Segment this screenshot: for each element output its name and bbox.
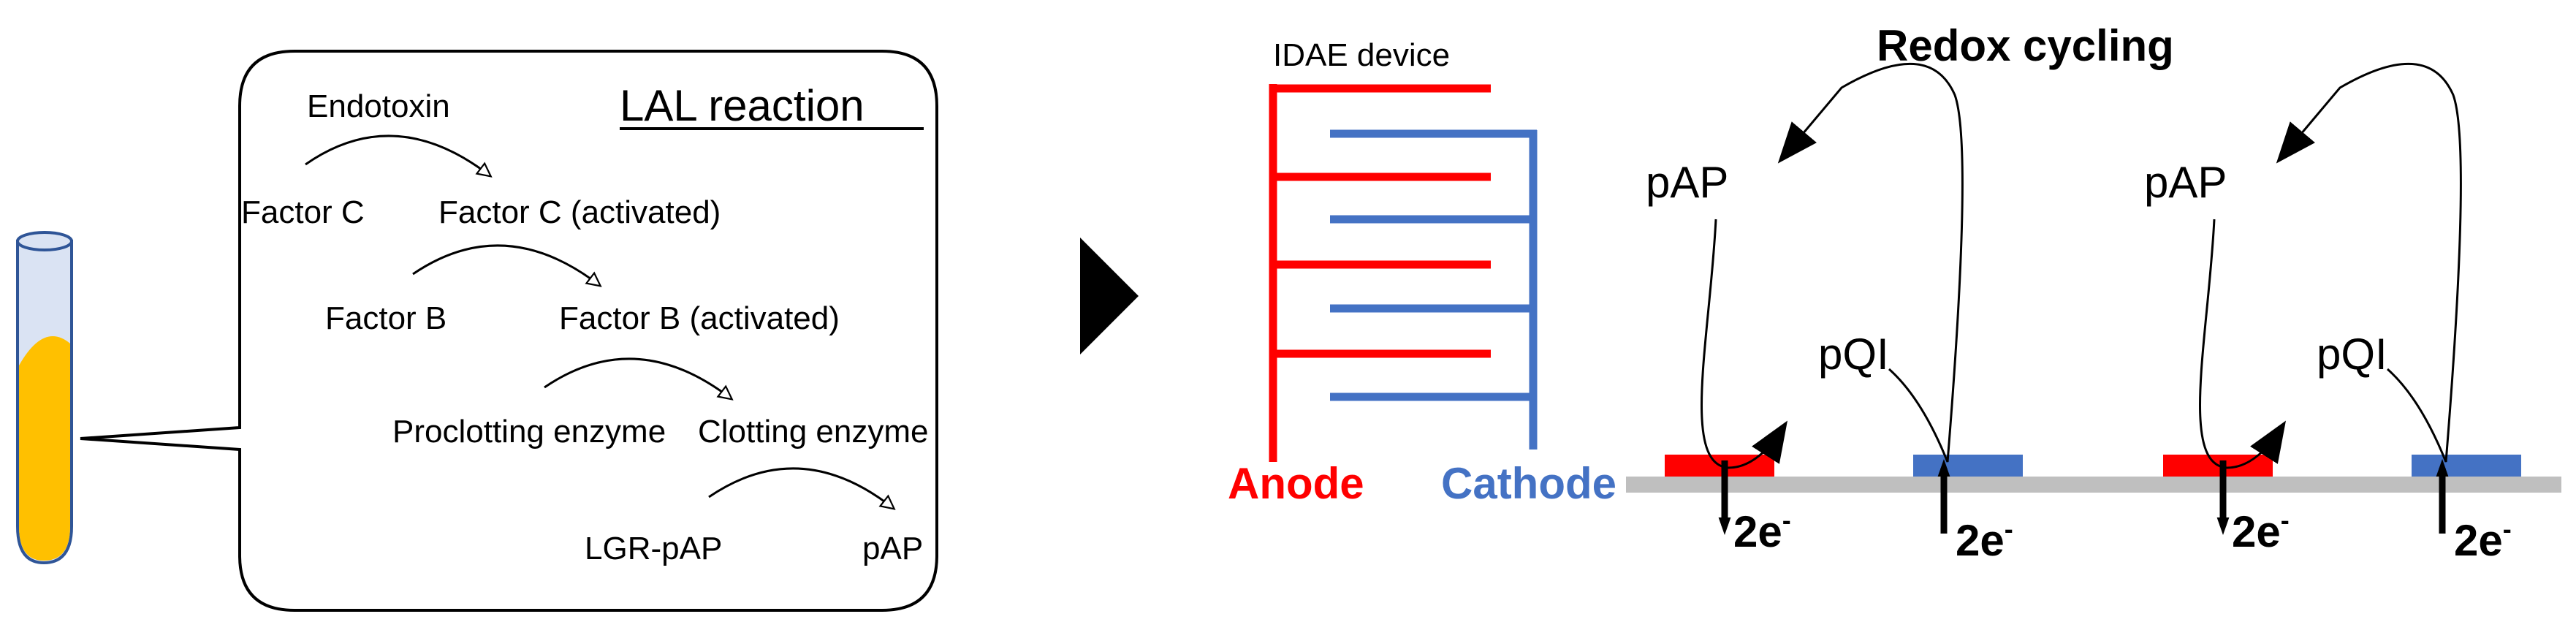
lal-title: LAL reaction [620,81,865,130]
step1-from: Factor C [241,194,365,230]
idae-cathode-comb [1330,129,1538,450]
pap-label: pAP [1646,158,1728,207]
idae-title: IDAE device [1273,37,1450,73]
redox-title: Redox cycling [1877,21,2174,70]
curved-arrow-icon [412,244,599,285]
cathode-label: Cathode [1441,459,1616,508]
electron-label: 2e- [1733,505,1791,556]
step4-from: LGR-pAP [585,531,722,566]
tube-liquid [19,336,70,561]
redox-cell-2: pAP pQI 2e- 2e- [2144,62,2512,565]
step2-to: Factor B (activated) [559,300,840,336]
curved-arrow-icon [544,357,731,398]
pap-label: pAP [2144,158,2227,207]
tube-rim [16,231,73,251]
substrate-bar [1626,477,2561,493]
idae-anode-comb [1269,84,1491,462]
test-tube-icon [16,231,73,565]
lal-callout-box [80,50,938,612]
step4-to: pAP [862,531,923,566]
endotoxin-label: Endotoxin [307,88,450,124]
play-triangle-icon [1080,238,1139,354]
cathode-electrode [2412,455,2521,477]
cathode-electrode [1913,455,2023,477]
electron-label: 2e- [2454,514,2512,565]
step1-to: Factor C (activated) [438,194,721,230]
redox-cell-1: pAP pQI 2e- 2e- [1646,62,2013,565]
step3-from: Proclotting enzyme [392,414,666,450]
cycle-arrow-up [1701,219,1788,469]
step2-from: Factor B [325,300,447,336]
anode-label: Anode [1228,459,1364,508]
curved-arrow-icon [305,134,490,175]
cycle-arrow-down [2276,62,2462,463]
curved-arrow-icon [708,467,893,508]
electron-label: 2e- [1956,514,2013,565]
pqi-label: pQI [2317,330,2387,379]
cycle-arrow-up [2199,219,2287,469]
step3-to: Clotting enzyme [698,414,928,450]
cycle-arrow-down [1777,62,1964,463]
electron-label: 2e- [2232,505,2290,556]
pqi-label: pQI [1818,330,1889,379]
